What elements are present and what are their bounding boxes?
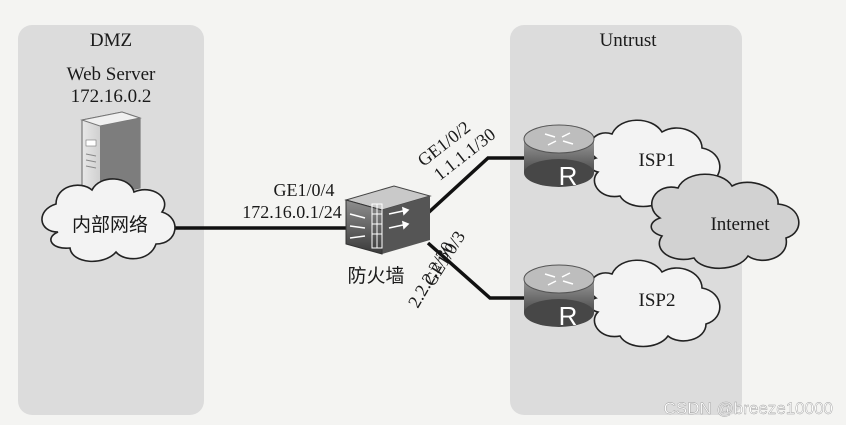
web-server-ip: 172.16.0.2 [71, 86, 152, 107]
ge104-ip-label: 172.16.0.1/24 [242, 202, 342, 222]
untrust-zone-label: Untrust [600, 30, 658, 51]
web-server-name: Web Server [67, 64, 156, 85]
router-bottom-letter: R [559, 301, 578, 331]
firewall-icon [344, 185, 432, 255]
isp2-cloud [589, 259, 721, 348]
isp2-label: ISP2 [639, 290, 676, 311]
internet-label: Internet [710, 214, 770, 235]
link-firewall-router-top [426, 156, 530, 215]
watermark: CSDN @breeze10000 [664, 399, 833, 418]
web-server-icon [80, 111, 142, 197]
network-links [170, 156, 530, 300]
isp1-label: ISP1 [639, 150, 676, 171]
router-top-icon: R [523, 124, 595, 191]
link-firewall-router-bottom [426, 241, 530, 300]
internal-network-cloud [41, 178, 176, 263]
ge104-port-label: GE1/0/4 [274, 180, 335, 200]
internet-cloud [650, 173, 800, 269]
firewall-label: 防火墙 [347, 265, 404, 287]
router-top-letter: R [559, 161, 578, 191]
router-bottom-icon: R [523, 264, 595, 331]
internal-network-label: 内部网络 [72, 214, 148, 236]
dmz-zone-label: DMZ [90, 30, 132, 51]
